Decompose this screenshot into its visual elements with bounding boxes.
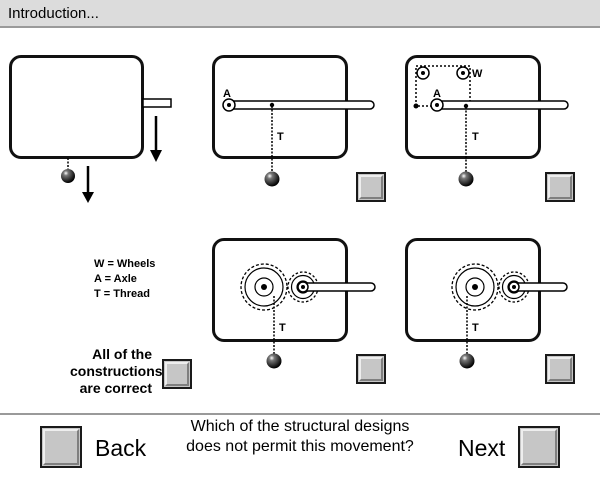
design-3-frame: [212, 238, 348, 342]
down-arrow-head: [82, 192, 94, 203]
design-2-frame: [405, 55, 541, 159]
all-correct-label: All of the constructions are correct: [70, 346, 163, 396]
design-1-checkbox[interactable]: [356, 172, 386, 202]
legend-axle: A = Axle: [94, 273, 137, 285]
axle-stub: [142, 98, 172, 108]
title-bar: Introduction...: [0, 0, 600, 28]
question-text: Which of the structural designs does not…: [186, 418, 414, 455]
weight-ball: [266, 353, 282, 369]
next-label[interactable]: Next: [458, 435, 506, 461]
design-4-frame: [405, 238, 541, 342]
down-arrow-head: [150, 150, 162, 162]
legend-thread: T = Thread: [94, 288, 150, 300]
all-correct-checkbox[interactable]: [162, 359, 192, 389]
footer-bar: Back Which of the structural designs doe…: [0, 413, 600, 480]
design-2-checkbox[interactable]: [545, 172, 575, 202]
weight-ball: [264, 171, 280, 187]
weight-ball: [458, 171, 474, 187]
design-3-checkbox[interactable]: [356, 354, 386, 384]
legend-wheels: W = Wheels: [94, 258, 156, 270]
legend: W = Wheels A = Axle T = Thread: [94, 257, 155, 302]
next-button[interactable]: [518, 426, 560, 468]
back-label[interactable]: Back: [95, 435, 147, 461]
window-title: Introduction...: [8, 5, 99, 22]
design-1-frame: [212, 55, 348, 159]
weight-ball: [459, 353, 475, 369]
back-button[interactable]: [40, 426, 82, 468]
weight-ball: [61, 169, 75, 183]
reference-diagram-frame: [9, 55, 144, 159]
design-4-checkbox[interactable]: [545, 354, 575, 384]
